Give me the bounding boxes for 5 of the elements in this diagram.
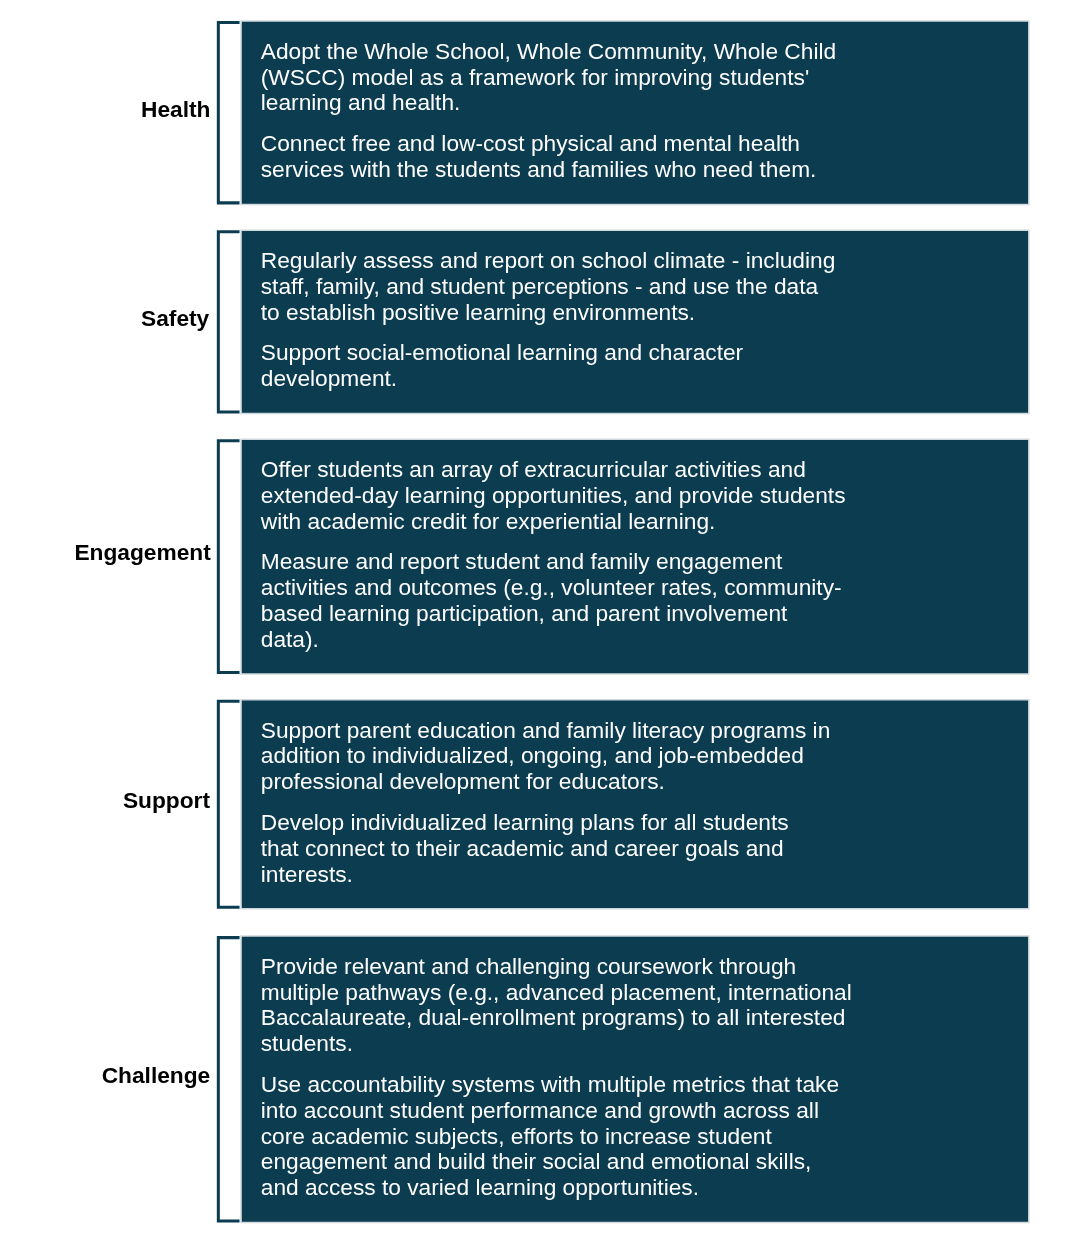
node-label: Safety [140, 304, 209, 331]
node-label: Challenge [101, 1062, 210, 1089]
node-label: Support [122, 787, 210, 814]
node-label: Engagement [73, 539, 211, 566]
node-label: Health [140, 95, 211, 122]
